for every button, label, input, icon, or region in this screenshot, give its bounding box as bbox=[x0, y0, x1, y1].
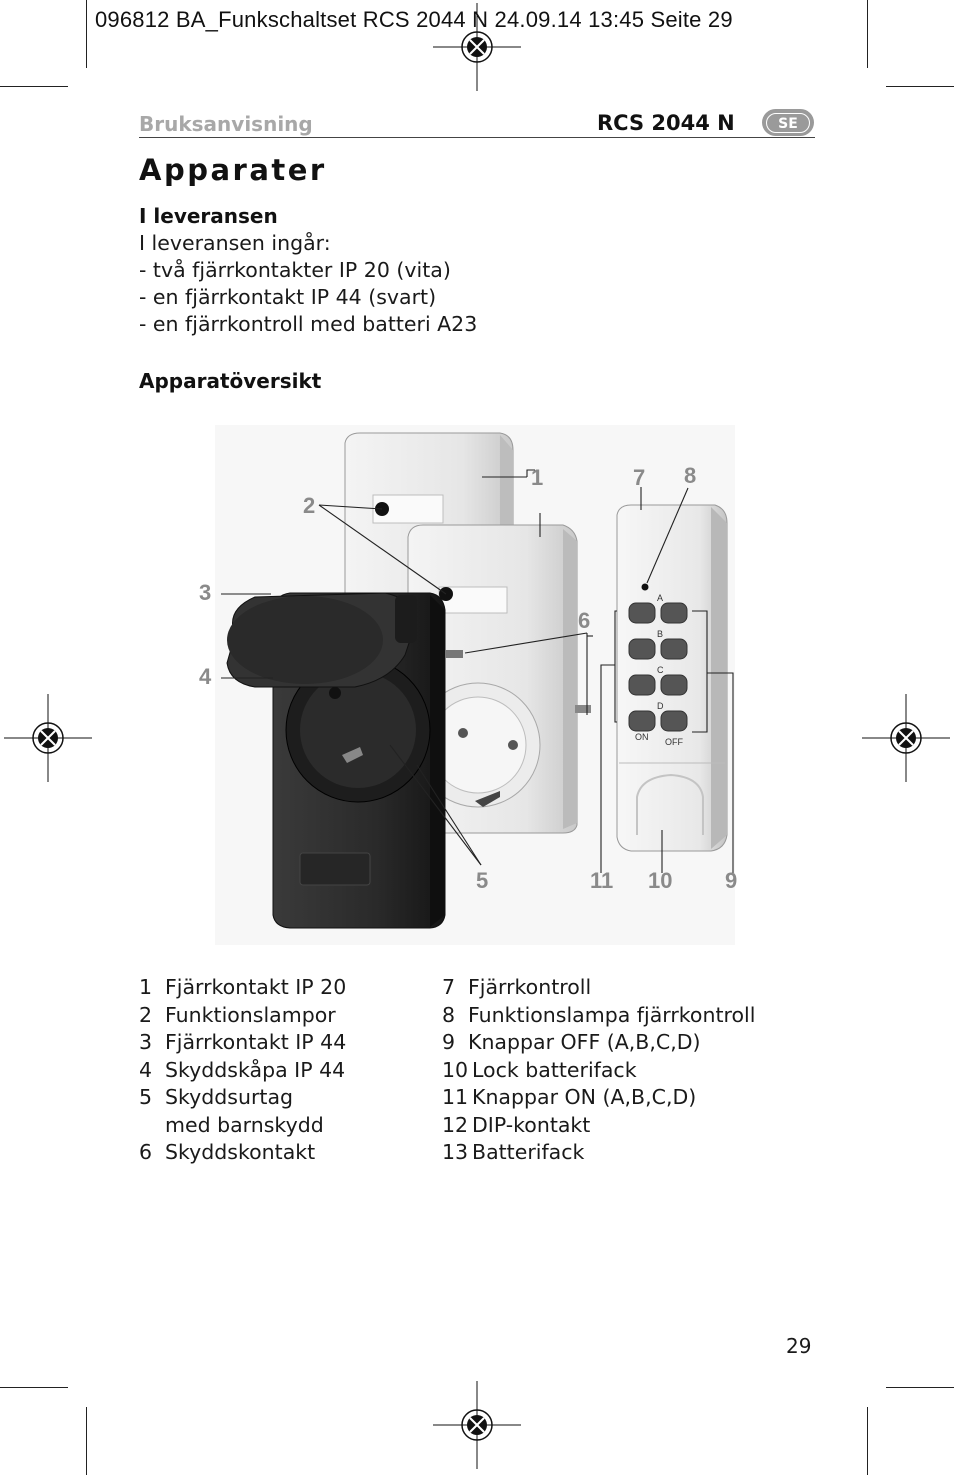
legend-number: 11 bbox=[442, 1085, 469, 1109]
legend-text: Batterifack bbox=[472, 1140, 585, 1164]
header-rule bbox=[139, 137, 815, 138]
legend-text: Fjärrkontakt IP 44 bbox=[165, 1030, 347, 1054]
crop-mark-top-right-h bbox=[886, 86, 954, 87]
registration-mark-right-icon bbox=[862, 694, 950, 782]
crop-mark-bottom-left-v bbox=[86, 1407, 87, 1475]
callout-4: 4 bbox=[199, 664, 212, 689]
delivery-heading: I leveransen bbox=[139, 204, 278, 228]
delivery-intro: I leveransen ingår: bbox=[139, 231, 331, 255]
callout-8: 8 bbox=[684, 463, 696, 488]
callout-leader-lines bbox=[221, 469, 734, 873]
callout-7: 7 bbox=[633, 465, 645, 490]
legend-item: 7 Fjärrkontroll bbox=[442, 974, 755, 1002]
remote-label-off: OFF bbox=[665, 737, 683, 747]
legend-text: med barnskydd bbox=[165, 1112, 324, 1137]
legend-item: 5 Skyddsurtag bbox=[139, 1084, 346, 1112]
legend-number: 2 bbox=[139, 1002, 153, 1027]
header-model: RCS 2044 N bbox=[597, 111, 735, 135]
language-badge: SE bbox=[762, 109, 814, 136]
remote-label-a: A bbox=[657, 593, 663, 603]
delivery-item: - en fjärrkontakt IP 44 (svart) bbox=[139, 285, 437, 309]
legend-number: 12 bbox=[442, 1112, 469, 1137]
legend-right-column: 7 Fjärrkontroll 8 Funktionslampa fjärrkont… bbox=[442, 974, 755, 1167]
legend-number: 10 bbox=[442, 1057, 469, 1082]
language-badge-label: SE bbox=[766, 112, 810, 133]
socket-ip44 bbox=[226, 592, 463, 929]
remote-label-on: ON bbox=[635, 732, 649, 742]
legend-number: 7 bbox=[442, 975, 456, 999]
callout-10: 10 bbox=[648, 868, 672, 893]
legend-text: Lock batterifack bbox=[472, 1057, 637, 1082]
legend-number: 5 bbox=[139, 1085, 153, 1109]
legend-text: Skyddskontakt bbox=[165, 1140, 316, 1164]
legend-number: 1 bbox=[139, 975, 153, 999]
callout-9: 9 bbox=[725, 868, 737, 893]
delivery-item: - två fjärrkontakter IP 20 (vita) bbox=[139, 258, 451, 282]
crop-mark-bottom-left-h bbox=[0, 1387, 68, 1388]
legend-text: Fjärrkontakt IP 20 bbox=[165, 975, 347, 999]
legend-number: 6 bbox=[139, 1140, 153, 1164]
callout-3: 3 bbox=[199, 580, 211, 605]
registration-mark-bottom-icon bbox=[433, 1381, 521, 1469]
remote-label-c: C bbox=[657, 665, 664, 675]
legend-item: 8 Funktionslampa fjärrkontroll bbox=[442, 1002, 755, 1030]
page-title: Apparater bbox=[139, 153, 327, 187]
legend-item: 4 Skyddskåpa IP 44 bbox=[139, 1057, 346, 1085]
legend-item: med barnskydd bbox=[139, 1112, 346, 1140]
legend-number: 13 bbox=[442, 1140, 469, 1164]
print-slug: 096812 BA_Funkschaltset RCS 2044 N 24.09… bbox=[95, 7, 733, 32]
crop-mark-bottom-right-h bbox=[886, 1387, 954, 1388]
socket-ip20-front bbox=[407, 524, 591, 834]
page-number: 29 bbox=[786, 1334, 812, 1358]
callout-6: 6 bbox=[578, 608, 590, 633]
callout-11: 11 bbox=[590, 868, 613, 893]
overview-heading: Apparatöversikt bbox=[139, 369, 322, 393]
legend-text: Funktionslampa fjärrkontroll bbox=[468, 1002, 756, 1027]
callout-5: 5 bbox=[476, 868, 488, 893]
legend-text: Knappar OFF (A,B,C,D) bbox=[468, 1030, 701, 1054]
legend-item: 2 Funktionslampor bbox=[139, 1002, 346, 1030]
crop-mark-top-left-h bbox=[0, 86, 68, 87]
header-section-label: Bruksanvisning bbox=[139, 112, 313, 136]
registration-mark-left-icon bbox=[4, 694, 92, 782]
device-overview-illustration: A B C D ON OFF 1 2 3 4 bbox=[199, 425, 737, 945]
legend-number: 9 bbox=[442, 1030, 456, 1054]
legend-text: Skyddsurtag bbox=[165, 1085, 294, 1109]
legend-text: Funktionslampor bbox=[165, 1002, 336, 1027]
legend-number: 3 bbox=[139, 1030, 153, 1054]
remote-label-b: B bbox=[657, 629, 663, 639]
callout-1: 1 bbox=[531, 465, 543, 490]
delivery-item: - en fjärrkontroll med batteri A23 bbox=[139, 312, 478, 336]
remote-label-d: D bbox=[657, 701, 664, 711]
crop-mark-top-right-v bbox=[867, 0, 868, 68]
legend-item: 6 Skyddskontakt bbox=[139, 1139, 346, 1167]
crop-mark-top-left-v bbox=[86, 0, 87, 68]
legend-item: 3 Fjärrkontakt IP 44 bbox=[139, 1029, 346, 1057]
callout-2: 2 bbox=[303, 493, 315, 518]
legend-number: 8 bbox=[442, 1002, 456, 1027]
legend-text: Knappar ON (A,B,C,D) bbox=[472, 1085, 697, 1109]
legend-number: 4 bbox=[139, 1057, 153, 1082]
legend-item: 9 Knappar OFF (A,B,C,D) bbox=[442, 1029, 755, 1057]
legend-text: Fjärrkontroll bbox=[468, 975, 592, 999]
legend-left-column: 1 Fjärrkontakt IP 20 2 Funktionslampor 3 Fj… bbox=[139, 974, 346, 1167]
legend-text: DIP-kontakt bbox=[472, 1112, 591, 1137]
delivery-section: I leveransen I leveransen ingår: - två f… bbox=[139, 203, 477, 338]
crop-mark-bottom-right-v bbox=[867, 1407, 868, 1475]
remote-control: A B C D ON OFF bbox=[616, 504, 728, 852]
legend-number bbox=[139, 1112, 165, 1140]
registration-mark-top-icon bbox=[433, 3, 521, 91]
legend-text: Skyddskåpa IP 44 bbox=[165, 1057, 346, 1082]
legend-item: 1 Fjärrkontakt IP 20 bbox=[139, 974, 346, 1002]
